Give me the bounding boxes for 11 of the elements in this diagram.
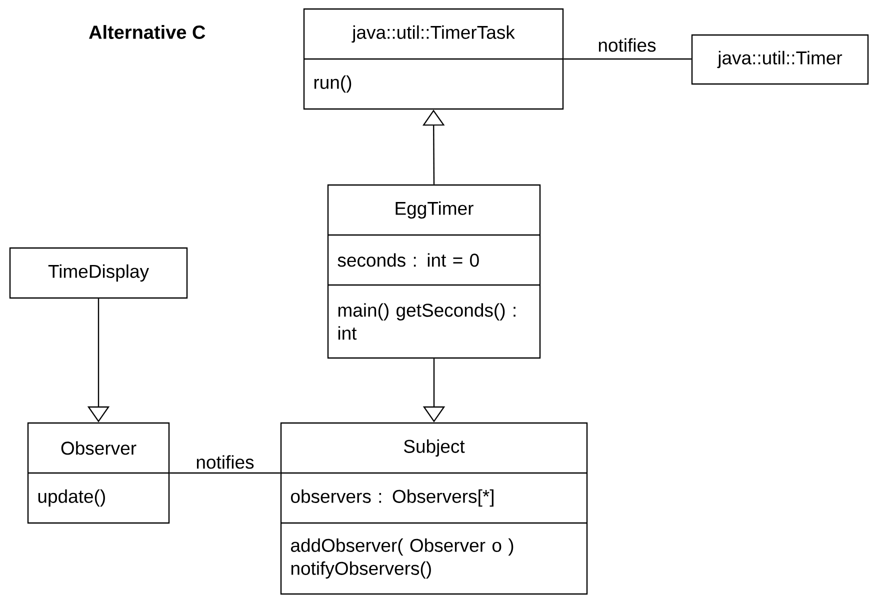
diagram-title: Alternative C <box>89 25 206 39</box>
association-line <box>170 472 280 474</box>
class-box: java::util::Timer <box>691 34 869 85</box>
association-line <box>564 58 692 60</box>
class-box: EggTimer seconds : int = 0 main() getSeconds() : int <box>327 184 541 359</box>
edge-label: notifies <box>196 455 254 469</box>
edge-label: notifies <box>598 38 656 52</box>
class-box: TimeDisplay <box>9 247 188 299</box>
class-box: java::util::TimerTask run() <box>303 8 564 110</box>
class-box: Observer update() <box>27 422 170 524</box>
class-box: Subject observers : Observers[*] addObserver( Observer o ) notifyObservers() <box>280 422 588 595</box>
